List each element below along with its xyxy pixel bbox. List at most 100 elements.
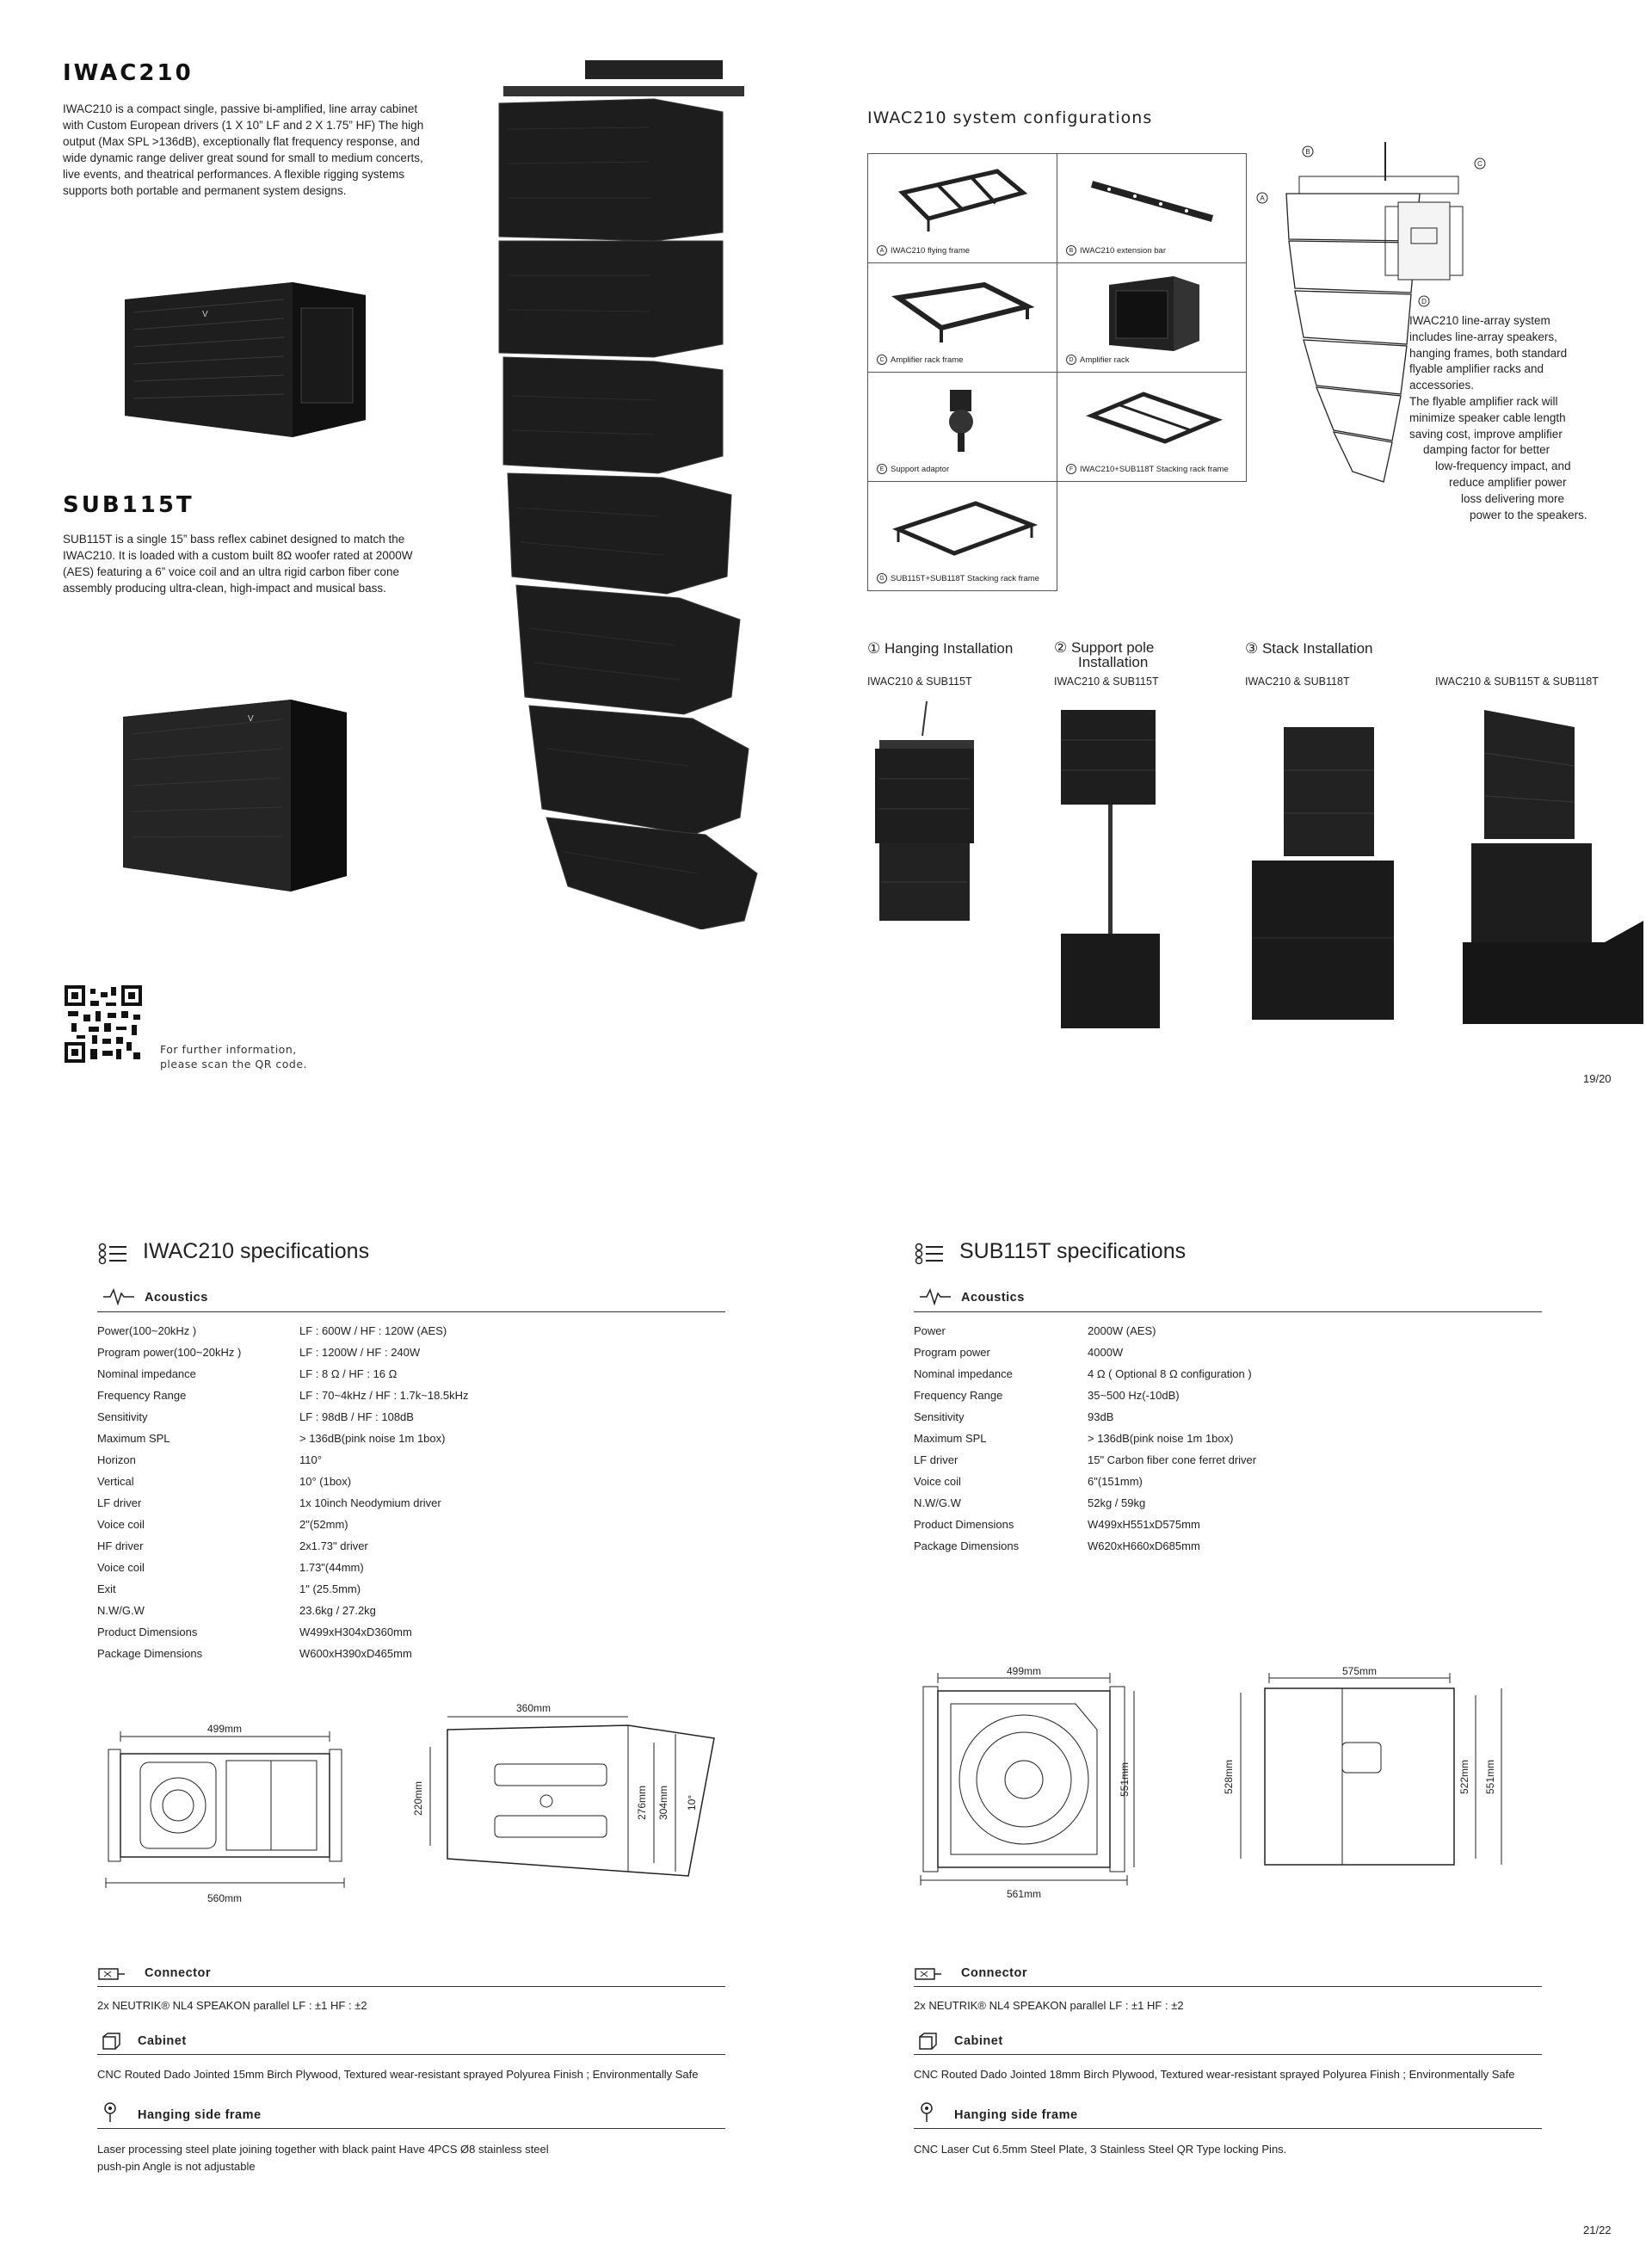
- sub115t-product-photo: V: [123, 700, 347, 891]
- iwac210-frame-heading: Hanging side frame: [138, 2108, 262, 2122]
- sub115t-description: SUB115T is a single 15” bass reflex cabi…: [63, 533, 413, 595]
- qr-caption-line-1: For further information,: [160, 1043, 297, 1056]
- divider: [914, 1986, 1542, 1987]
- sub115t-frame-text: CNC Laser Cut 6.5mm Steel Plate, 3 Stain…: [914, 2143, 1287, 2156]
- system-description: IWAC210 line-array system includes line-…: [1409, 314, 1587, 521]
- sub115t-title: SUB115T: [63, 492, 194, 518]
- spec-list-icon: [915, 1243, 943, 1265]
- page-number-bottom: 21/22: [1583, 2224, 1612, 2236]
- line-array-hero-photo: [498, 60, 758, 929]
- iwac210-connector-heading: Connector: [145, 1966, 211, 1980]
- divider: [97, 1311, 725, 1312]
- iwac210-description: IWAC210 is a compact single, passive bi-…: [63, 102, 424, 197]
- connector-icon: [915, 1968, 941, 1980]
- sub115t-acoustics-heading: Acoustics: [961, 1291, 1025, 1305]
- stack-installation-subtitle: IWAC210 & SUB118T: [1245, 676, 1350, 688]
- connector-icon: [98, 1968, 125, 1980]
- divider: [914, 1311, 1542, 1312]
- svg-text:V: V: [248, 714, 254, 724]
- config-title: IWAC210 system configurations: [867, 108, 1153, 127]
- dim-sub-side-left: 528mm: [1223, 1760, 1235, 1794]
- spec-row: Program power(100~20kHz )LF : 1200W / HF…: [97, 1346, 421, 1359]
- spec-row: Maximum SPL> 136dB(pink noise 1m 1box): [914, 1432, 1234, 1445]
- amplifier-rack-image: [1109, 276, 1199, 351]
- iwac210-cabinet-heading: Cabinet: [138, 2034, 187, 2048]
- dim-front-bottom: 560mm: [207, 1892, 242, 1904]
- dim-front-top: 499mm: [207, 1723, 242, 1735]
- stack-installation-photo: [1252, 727, 1394, 1020]
- cabinet-icon: [102, 2033, 120, 2050]
- hanging-frame-icon: [104, 2102, 116, 2122]
- dim-sub-front-right: 551mm: [1119, 1762, 1131, 1797]
- dim-sub-front-bottom: 561mm: [1007, 1888, 1041, 1900]
- amplifier-rack-frame-image: [891, 281, 1035, 342]
- divider: [97, 2054, 725, 2055]
- support-adaptor-image: [949, 390, 973, 452]
- sub115t-frame-heading: Hanging side frame: [954, 2108, 1078, 2122]
- iwac210-side-drawing: 360mm 220mm 276mm 304mm 10°: [413, 1702, 715, 1877]
- divider: [914, 2054, 1542, 2055]
- flying-frame-image: [898, 169, 1028, 231]
- dim-side-angle: 10°: [686, 1795, 698, 1811]
- iwac210-title: IWAC210: [63, 60, 194, 86]
- dim-sub-side-top: 575mm: [1342, 1665, 1377, 1677]
- iwac210-product-photo: V: [125, 282, 366, 437]
- stack-installation-2-subtitle: IWAC210 & SUB115T & SUB118T: [1435, 676, 1599, 688]
- curved-array-diagram: B A C D: [1256, 142, 1486, 483]
- dim-sub-side-right1: 522mm: [1458, 1760, 1470, 1794]
- cabinet-icon: [919, 2033, 937, 2050]
- diagram-letter-a: A: [1260, 194, 1265, 202]
- iwac210-frame-text: Laser processing steel plate joining tog…: [97, 2143, 549, 2173]
- sub115t-connector-text: 2x NEUTRIK® NL4 SPEAKON parallel LF : ±1…: [914, 1999, 1184, 2012]
- divider: [97, 2128, 725, 2129]
- stack-installation-2-photo: [1463, 710, 1643, 1024]
- sub115t-front-drawing: 499mm 551mm 561mm: [920, 1665, 1135, 1900]
- dim-sub-front-top: 499mm: [1007, 1665, 1041, 1677]
- diagram-letter-b: B: [1305, 148, 1310, 156]
- diagram-letter-d: D: [1421, 298, 1427, 305]
- sub115t-cabinet-heading: Cabinet: [954, 2034, 1003, 2048]
- stacking-rack-frame-f-image: [1086, 392, 1223, 444]
- hanging-installation-photo: [875, 701, 974, 921]
- sub115t-side-drawing: 575mm 528mm 522mm 551mm: [1223, 1665, 1502, 1866]
- support-pole-installation-title: ② Support pole Installation: [1054, 639, 1155, 670]
- divider: [914, 2128, 1542, 2129]
- qr-caption-line-2: please scan the QR code.: [160, 1058, 307, 1070]
- iwac210-spec-title: IWAC210 specifications: [143, 1239, 370, 1263]
- stack-installation-title: ③ Stack Installation: [1245, 640, 1373, 657]
- hanging-installation-subtitle: IWAC210 & SUB115T: [867, 676, 972, 688]
- dim-side-left: 220mm: [413, 1781, 424, 1816]
- iwac210-connector-text: 2x NEUTRIK® NL4 SPEAKON parallel LF : ±1…: [97, 1999, 367, 2012]
- page-number-top: 19/20: [1583, 1072, 1612, 1085]
